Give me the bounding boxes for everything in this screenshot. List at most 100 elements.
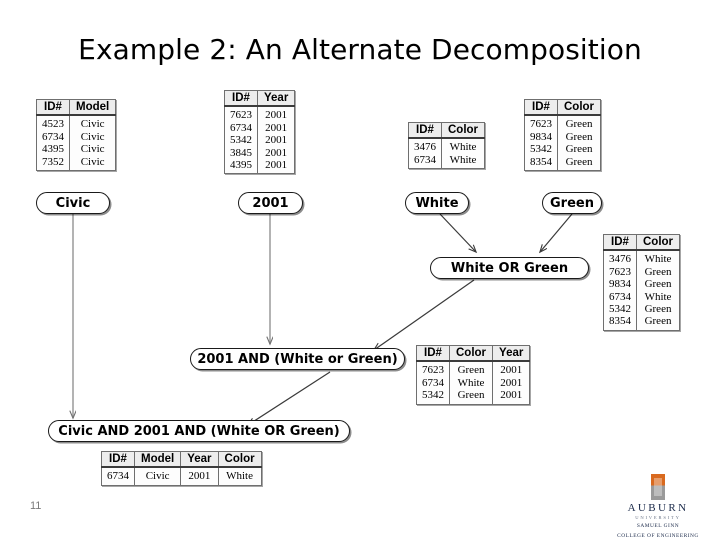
table-cell: 9834 — [603, 278, 637, 291]
column-header: ID# — [603, 234, 637, 252]
table-cell: 5342 — [224, 134, 258, 147]
table-cell: 2001 — [492, 389, 531, 405]
table-cell: 6734 — [408, 153, 442, 170]
node-green[interactable]: Green — [542, 192, 602, 214]
table-cell: Civic — [68, 143, 117, 156]
column-header: Color — [448, 345, 494, 363]
table-cell: White — [635, 290, 681, 304]
table-cell: 7623 — [603, 265, 637, 279]
table-cell: 7623 — [416, 361, 450, 377]
column-header: ID# — [524, 99, 558, 117]
column-header: Year — [492, 345, 531, 363]
table-cell: 4395 — [36, 143, 70, 156]
table-cell: White — [440, 153, 486, 170]
table-cell: 3476 — [603, 250, 637, 266]
table-header-row: ID#Color — [524, 99, 602, 117]
page-number: 11 — [30, 500, 42, 512]
table-cell: 6734 — [603, 290, 637, 304]
table-cell: 2001 — [256, 106, 296, 122]
table-cell: 2001 — [492, 361, 531, 377]
table-cell: White — [217, 467, 262, 486]
node-white-or-green-label: White OR Green — [450, 260, 569, 276]
table-cell: Green — [556, 115, 602, 131]
table-cell: 2001 — [492, 376, 531, 390]
table-cell: 6734 — [416, 376, 450, 390]
table-cell: 2001 — [256, 146, 296, 160]
table-cell: 9834 — [524, 130, 558, 144]
node-civic-label: Civic — [55, 195, 91, 211]
column-header: Color — [556, 99, 602, 117]
arrow-white-to-or — [439, 213, 476, 252]
column-header: ID# — [36, 99, 70, 117]
table-cell: Green — [556, 143, 602, 156]
table-cell: 3845 — [224, 146, 258, 160]
arrow-and-to-final — [248, 371, 331, 425]
arrow-green-to-or — [540, 213, 573, 252]
column-header: Color — [440, 122, 486, 140]
table-cell: Green — [635, 303, 681, 316]
table-cell: Civic — [133, 467, 182, 486]
node-final-expression[interactable]: Civic AND 2001 AND (White OR Green) — [48, 420, 350, 442]
table-cell: 5342 — [524, 143, 558, 156]
table-cell: 5342 — [603, 303, 637, 316]
table-cell: 7623 — [224, 106, 258, 122]
arrow-or-to-and — [374, 279, 475, 350]
table-cell: Green — [635, 315, 681, 331]
node-civic[interactable]: Civic — [36, 192, 110, 214]
column-header: ID# — [416, 345, 450, 363]
node-white-or-green[interactable]: White OR Green — [430, 257, 589, 279]
table-cell: 8354 — [603, 315, 637, 331]
logo-college-line1: SAMUEL GINN — [636, 523, 680, 529]
table-cell: Green — [556, 130, 602, 144]
table-cell: Green — [556, 155, 602, 172]
column-header: Model — [68, 99, 117, 117]
column-header: ID# — [101, 451, 135, 469]
table-cell: 4395 — [224, 159, 258, 175]
auburn-monument-icon — [651, 474, 665, 500]
table-cell: 2001 — [256, 134, 296, 147]
node-2001-and-white-or-green[interactable]: 2001 AND (White or Green) — [190, 348, 405, 370]
node-2001-label: 2001 — [252, 195, 289, 211]
table-cell: 2001 — [256, 121, 296, 135]
node-white[interactable]: White — [405, 192, 469, 214]
table-cell: Civic — [68, 130, 117, 144]
auburn-logo: AUBURN UNIVERSITY SAMUEL GINN COLLEGE OF… — [608, 474, 708, 539]
table-cell: 4523 — [36, 115, 70, 131]
logo-name: AUBURN — [627, 502, 689, 514]
table-cell: Green — [448, 361, 494, 377]
node-green-label: Green — [550, 195, 594, 211]
node-2001[interactable]: 2001 — [238, 192, 303, 214]
column-header: ID# — [224, 90, 258, 108]
table-cell: Civic — [68, 155, 117, 172]
table-cell: Green — [635, 278, 681, 291]
table-header-row: ID#Color — [408, 122, 486, 140]
table-cell: 2001 — [256, 159, 296, 175]
table-cell: 6734 — [36, 130, 70, 144]
table-header-row: ID#Model — [36, 99, 117, 117]
table-cell: 6734 — [224, 121, 258, 135]
table-header-row: ID#Year — [224, 90, 296, 108]
